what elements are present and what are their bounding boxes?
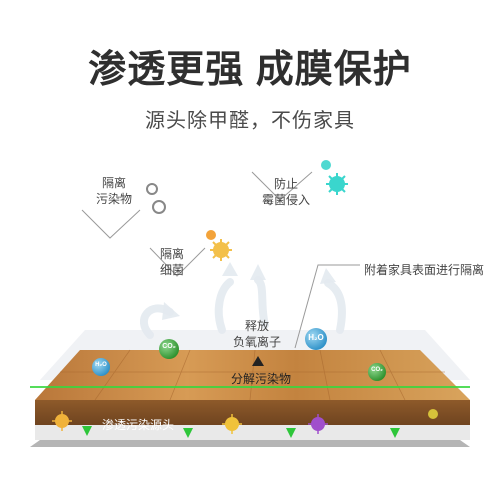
callout-line-bacteria [149,247,206,277]
down-arrow-icon [286,428,296,438]
floor-base-shadow [30,440,470,447]
bacteria-icon [428,409,438,419]
co2-bubble-right [368,363,386,381]
rise-arrow [254,276,269,329]
headline: 渗透更强 成膜保护 [88,49,412,91]
up-arrow-icon [162,302,180,320]
bacteria-icon [210,239,232,261]
callout-line-mold [251,171,313,201]
subheadline: 源头除甲醛，不伤家具 [145,110,355,132]
h2o-label-left: H₂O [95,362,107,368]
down-arrow-icon [82,426,92,436]
down-arrow-icon [390,428,400,438]
up-arrow-icon [320,268,336,284]
rise-arrow [214,278,234,334]
pollutant-particle-icon [146,183,158,195]
co2-bubble-left [159,339,179,359]
h2o-bubble-left [92,358,110,376]
callout-line-attach [294,264,360,349]
up-arrow-icon [250,264,266,280]
callout-line-pollutants [81,209,141,239]
bacteria-icon [206,230,216,240]
h2o-bubble-right [305,328,327,350]
callout-isolate-pollutants: 隔离 污染物 [96,176,133,206]
rise-arrow [324,279,346,334]
wood-floor-side [35,400,470,425]
mold-spore-icon [321,160,331,170]
up-arrow-icon [222,262,238,276]
bacteria-icon [52,411,72,431]
callout-release-ions: 释放 负氧离子 [233,319,282,349]
callout-penetrate: 渗透污染源头 [102,418,175,432]
bacteria-icon [308,414,328,434]
floor-base-gray [35,425,470,440]
up-arrow-icon [252,356,264,366]
callout-attach-surface: 附着家具表面进行隔离 [364,263,485,277]
h2o-label-right: H₂O [308,333,324,342]
down-arrow-icon [183,428,193,438]
callout-decompose: 分解污染物 [231,372,292,386]
co2-label-right: CO₂ [371,367,383,373]
mold-spore-icon [326,173,348,195]
callout-isolate-bacteria: 隔离 细菌 [160,247,185,277]
callout-prevent-mold: 防止 霉菌侵入 [262,177,311,207]
co2-label-left: CO₂ [162,343,176,350]
pollutant-particle-icon [152,200,166,214]
bacteria-icon [222,414,242,434]
